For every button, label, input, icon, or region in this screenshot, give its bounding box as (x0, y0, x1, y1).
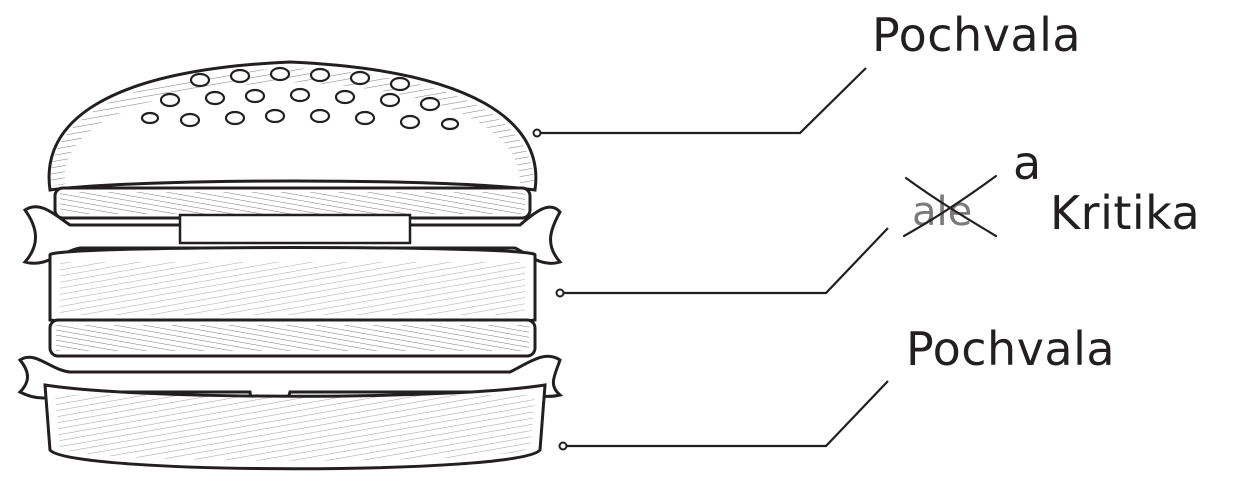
label-bottom-praise: Pochvala (906, 326, 1115, 372)
label-middle-critique: Kritika (1050, 190, 1200, 236)
label-insert-word: a (1013, 140, 1041, 186)
connector-dot-top (534, 130, 541, 137)
connector-bottom (563, 381, 888, 446)
connector-dot-bottom (560, 443, 567, 450)
connector-top (537, 68, 866, 133)
connector-dot-middle (557, 290, 564, 297)
label-top-praise: Pochvala (872, 12, 1081, 58)
strike-through-icon (896, 170, 1006, 242)
connector-middle (560, 228, 888, 293)
